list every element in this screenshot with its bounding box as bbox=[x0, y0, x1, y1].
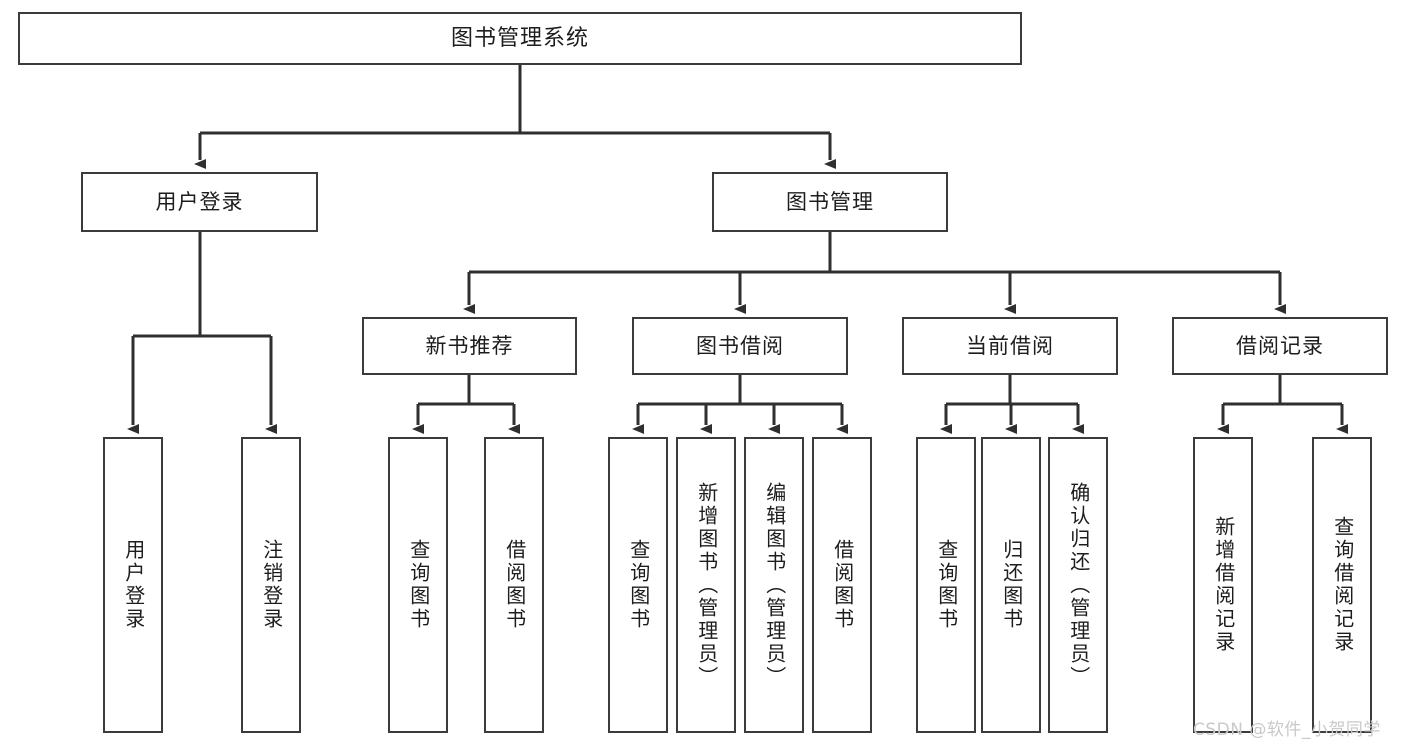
node-label: 图书借阅 bbox=[696, 333, 784, 358]
leaf-recommend-query-book[interactable]: 查询图书 bbox=[388, 437, 448, 733]
node-book-borrow[interactable]: 图书借阅 bbox=[632, 317, 848, 375]
node-label: 新增图书（管理员） bbox=[694, 481, 719, 689]
node-label: 图书管理系统 bbox=[450, 25, 589, 51]
leaf-borrow-edit-book-admin[interactable]: 编辑图书（管理员） bbox=[744, 437, 804, 733]
node-current-borrow[interactable]: 当前借阅 bbox=[902, 317, 1118, 375]
node-label: 归还图书 bbox=[999, 539, 1024, 631]
node-label: 编辑图书（管理员） bbox=[762, 481, 787, 689]
node-root-system[interactable]: 图书管理系统 bbox=[18, 12, 1022, 65]
node-label: 图书管理 bbox=[786, 189, 874, 214]
node-label: 注销登录 bbox=[259, 539, 284, 631]
node-label: 查询图书 bbox=[934, 539, 959, 631]
leaf-borrow-query-book[interactable]: 查询图书 bbox=[608, 437, 668, 733]
leaf-current-return-book[interactable]: 归还图书 bbox=[981, 437, 1041, 733]
leaf-record-query-record[interactable]: 查询借阅记录 bbox=[1312, 437, 1372, 733]
node-label: 新书推荐 bbox=[425, 333, 514, 358]
node-label: 查询图书 bbox=[406, 539, 431, 631]
leaf-borrow-add-book-admin[interactable]: 新增图书（管理员） bbox=[676, 437, 736, 733]
node-label: 查询借阅记录 bbox=[1330, 516, 1355, 654]
node-label: 借阅图书 bbox=[502, 539, 527, 631]
node-new-book-recommend[interactable]: 新书推荐 bbox=[362, 317, 577, 375]
node-label: 确认归还（管理员） bbox=[1066, 481, 1091, 689]
leaf-recommend-borrow-book[interactable]: 借阅图书 bbox=[484, 437, 544, 733]
node-label: 用户登录 bbox=[121, 539, 146, 631]
leaf-user-login-login[interactable]: 用户登录 bbox=[103, 437, 163, 733]
node-user-login[interactable]: 用户登录 bbox=[81, 172, 318, 232]
leaf-current-confirm-return-admin[interactable]: 确认归还（管理员） bbox=[1048, 437, 1108, 733]
node-label: 当前借阅 bbox=[966, 333, 1054, 358]
node-label: 借阅图书 bbox=[830, 539, 855, 631]
csdn-watermark: CSDN @软件_小贺同学 bbox=[1193, 720, 1381, 740]
node-label: 新增借阅记录 bbox=[1211, 516, 1236, 654]
node-book-management[interactable]: 图书管理 bbox=[712, 172, 948, 232]
node-label: 查询图书 bbox=[626, 539, 651, 631]
leaf-record-add-record[interactable]: 新增借阅记录 bbox=[1193, 437, 1253, 733]
node-borrow-record[interactable]: 借阅记录 bbox=[1172, 317, 1388, 375]
leaf-borrow-borrow-book[interactable]: 借阅图书 bbox=[812, 437, 872, 733]
node-label: 用户登录 bbox=[155, 189, 244, 214]
node-label: 借阅记录 bbox=[1236, 333, 1324, 358]
leaf-user-login-logout[interactable]: 注销登录 bbox=[241, 437, 301, 733]
leaf-current-query-book[interactable]: 查询图书 bbox=[916, 437, 976, 733]
